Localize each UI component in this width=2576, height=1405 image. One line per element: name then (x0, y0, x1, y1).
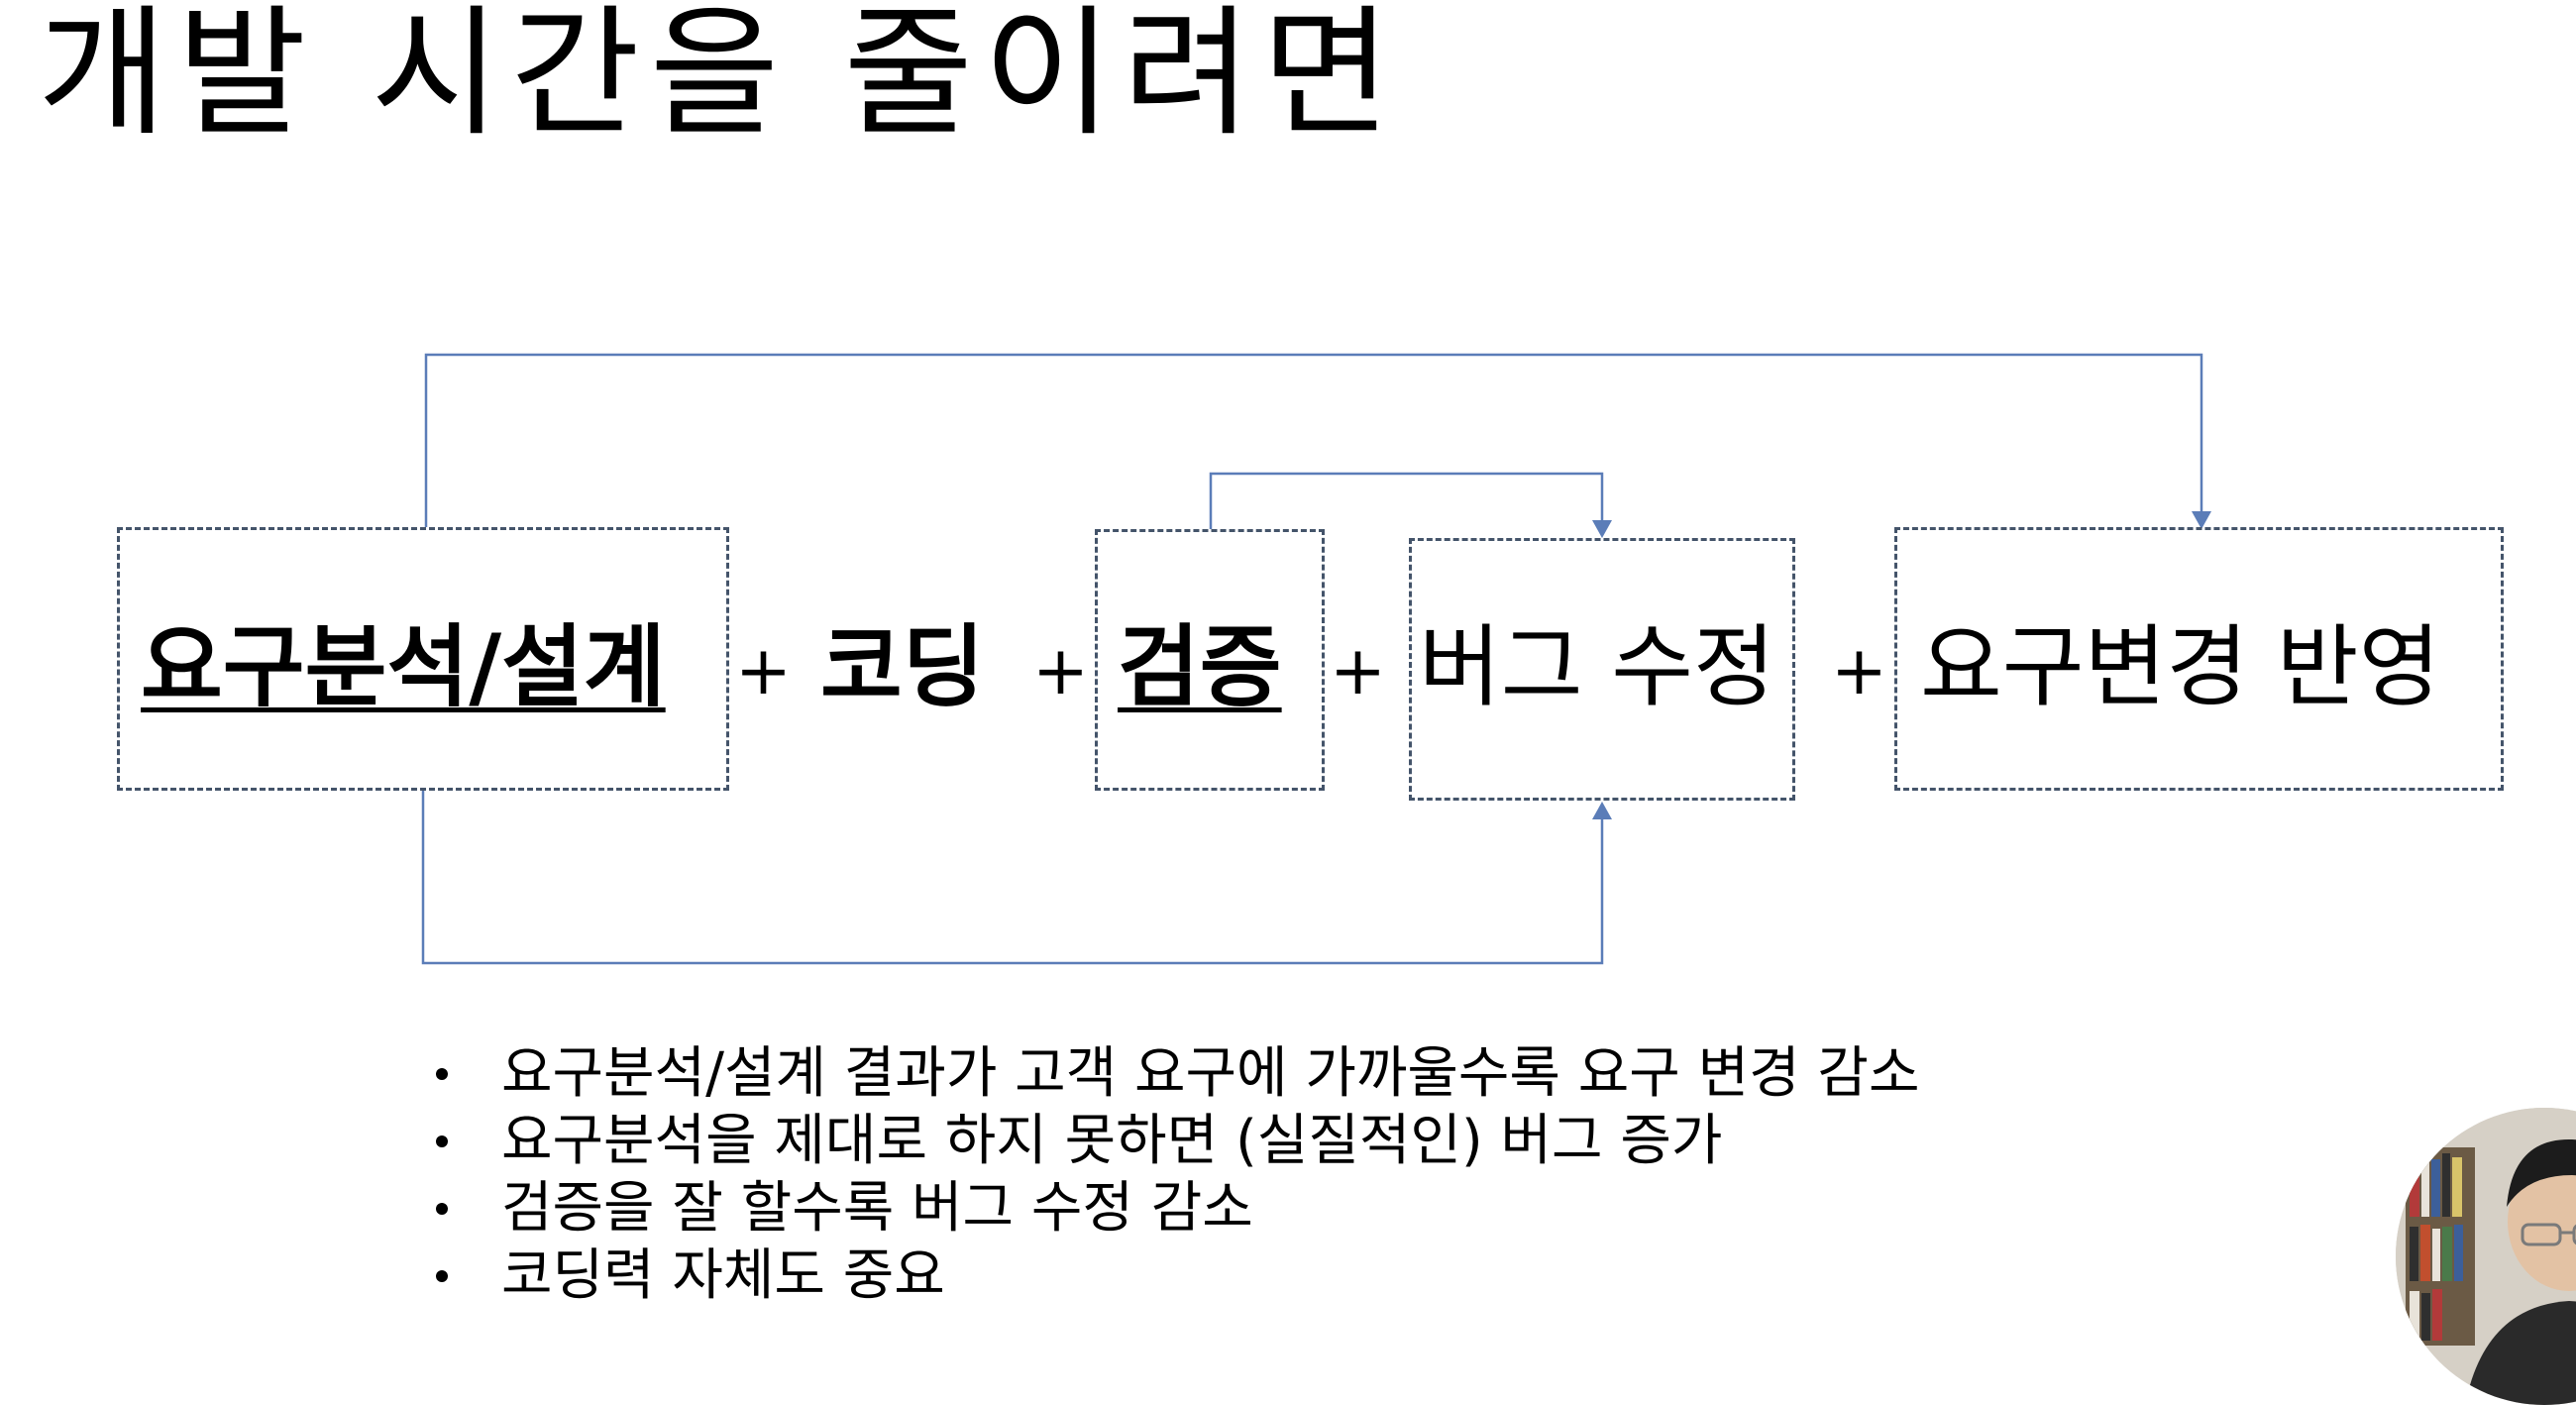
arrowhead-icon (1592, 520, 1612, 538)
arrowhead-icon (2192, 511, 2211, 529)
list-item: 검증을 잘 할수록 버그 수정 감소 (426, 1175, 1919, 1243)
term-requirements-design: 요구분석/설계 (141, 615, 666, 719)
bullet-icon (436, 1135, 448, 1147)
box-requirements-design (117, 527, 729, 791)
bullet-icon (436, 1203, 448, 1215)
term-bug-fix: 버그 수정 (1419, 615, 1775, 719)
plus-sign: + (1330, 632, 1386, 710)
box-change-reflection (1894, 527, 2504, 791)
slide-title: 개발 시간을 줄이려면 (38, 0, 1402, 156)
box-verification (1095, 529, 1325, 791)
connector-requirements-to-change (424, 353, 2203, 527)
bullet-text: 코딩력 자체도 중요 (501, 1243, 945, 1308)
connector-verification-to-bugfix (1209, 472, 1604, 529)
plus-sign: + (1032, 632, 1089, 710)
bullet-icon (436, 1270, 448, 1282)
connector-requirements-to-bugfix (421, 791, 1604, 965)
plus-sign: + (1831, 632, 1887, 710)
arrowhead-icon (1592, 802, 1612, 819)
list-item: 코딩력 자체도 중요 (426, 1243, 1919, 1310)
plus-sign: + (735, 632, 792, 710)
bullet-text: 검증을 잘 할수록 버그 수정 감소 (501, 1176, 1253, 1241)
bullet-text: 요구분석/설계 결과가 고객 요구에 가까울수록 요구 변경 감소 (501, 1041, 1920, 1106)
bullet-text: 요구분석을 제대로 하지 못하면 (실질적인) 버그 증가 (501, 1109, 1723, 1173)
list-item: 요구분석/설계 결과가 고객 요구에 가까울수록 요구 변경 감소 (426, 1040, 1919, 1108)
bullet-icon (436, 1068, 448, 1080)
term-verification: 검증 (1118, 615, 1282, 719)
term-change-reflection: 요구변경 반영 (1920, 615, 2441, 719)
list-item: 요구분석을 제대로 하지 못하면 (실질적인) 버그 증가 (426, 1108, 1919, 1175)
term-coding: 코딩 (820, 615, 985, 719)
box-bug-fix (1409, 538, 1795, 801)
bullet-list: 요구분석/설계 결과가 고객 요구에 가까울수록 요구 변경 감소 요구분석을 … (426, 1040, 1919, 1310)
diagram-connectors (421, 353, 2211, 965)
